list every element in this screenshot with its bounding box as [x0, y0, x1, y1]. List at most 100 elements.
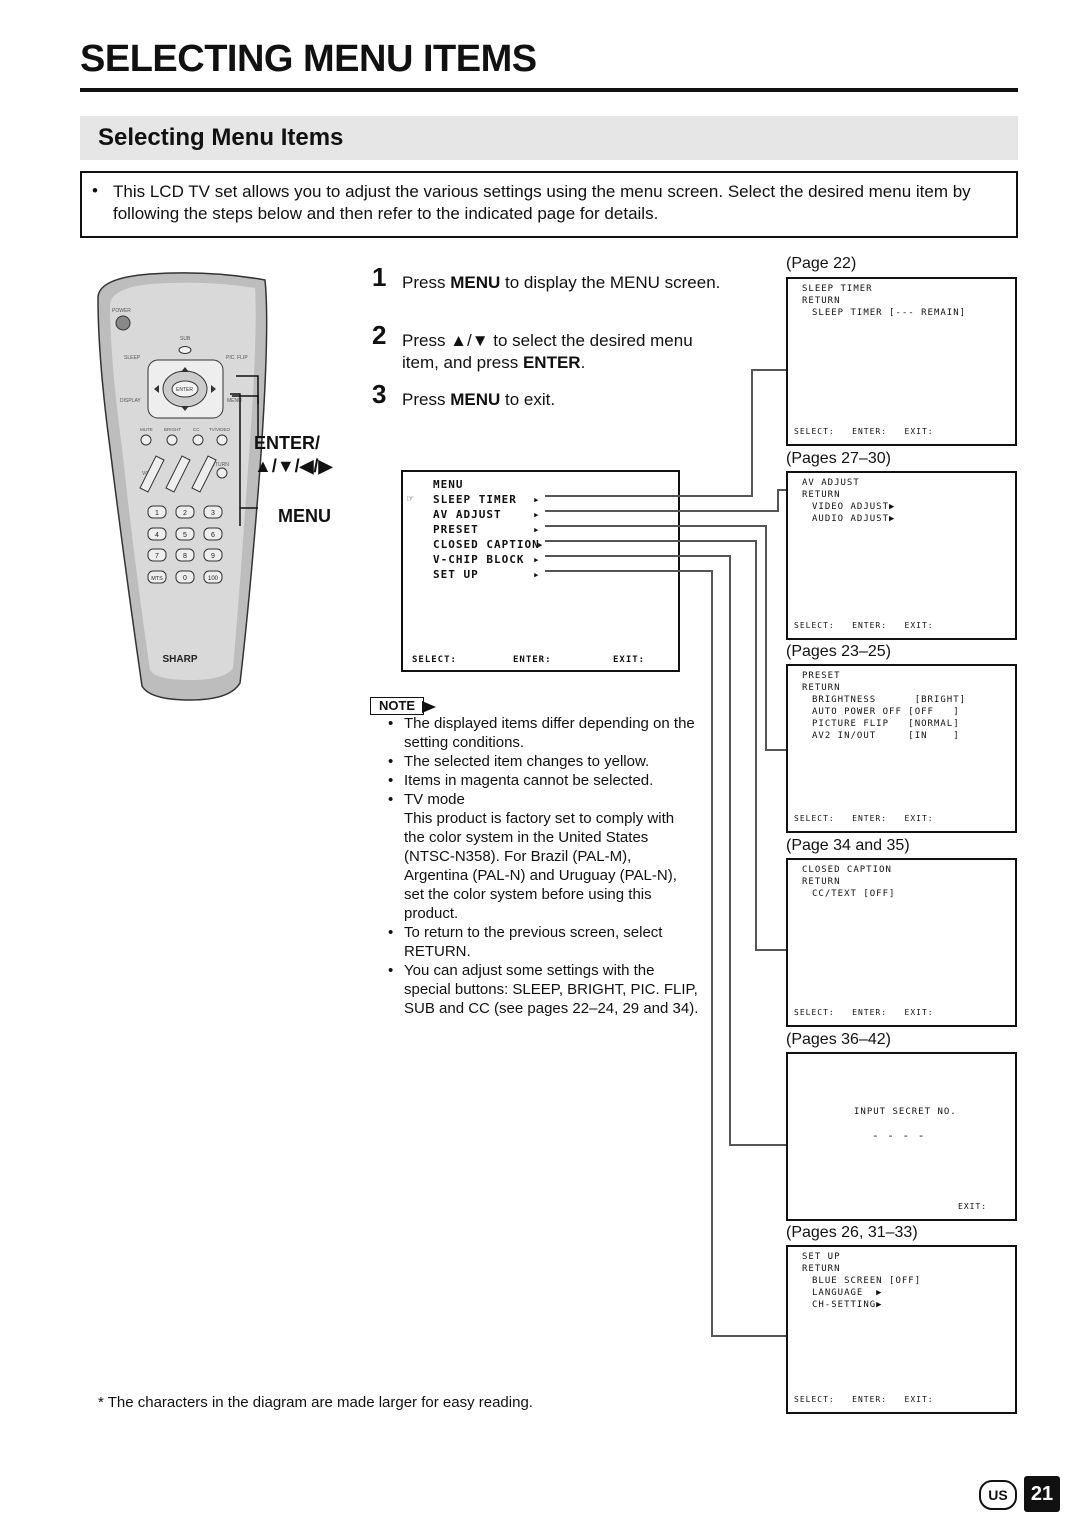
screen-line: CC/TEXT [OFF]: [812, 889, 896, 899]
note-badge: NOTE: [370, 697, 424, 715]
screen-footer: SELECT: ENTER: EXIT:: [794, 1394, 934, 1404]
screen-footer: EXIT:: [958, 1201, 988, 1211]
screen-line: SET UP: [802, 1252, 841, 1262]
screen-footer: SELECT: ENTER: EXIT:: [794, 620, 934, 630]
svg-text:POWER: POWER: [112, 308, 131, 314]
menu-item-sleep-timer: SLEEP TIMER: [433, 493, 517, 506]
menu-label: MENU: [278, 506, 331, 526]
page-ref: (Page 34 and 35): [786, 837, 910, 854]
page-number: 21: [1024, 1476, 1060, 1512]
section-title: Selecting Menu Items: [98, 124, 344, 151]
svg-text:6: 6: [211, 532, 215, 539]
pointer-icon: ☞: [407, 492, 415, 505]
arrow-icon: ▸: [533, 568, 541, 581]
intro-box: • This LCD TV set allows you to adjust t…: [80, 171, 1018, 238]
screen-line: INPUT SECRET NO.: [854, 1107, 957, 1117]
svg-text:1: 1: [155, 510, 159, 517]
screen-line: CLOSED CAPTION: [802, 865, 892, 875]
arrow-icon: ▸: [533, 523, 541, 536]
footnote: * The characters in the diagram are made…: [98, 1394, 533, 1411]
set-up-screen: SET UP RETURN BLUE SCREEN [OFF] LANGUAGE…: [786, 1245, 1017, 1414]
arrow-icon: ▸: [533, 493, 541, 506]
sleep-timer-screen: SLEEP TIMER RETURN SLEEP TIMER [--- REMA…: [786, 277, 1017, 446]
screen-line: BRIGHTNESS [BRIGHT]: [812, 695, 967, 705]
svg-text:MTS: MTS: [151, 576, 163, 582]
region-badge: US: [979, 1480, 1017, 1510]
page-ref: (Pages 27–30): [786, 450, 891, 467]
page-ref: (Pages 26, 31–33): [786, 1224, 918, 1241]
footer-enter: ENTER:: [513, 655, 552, 665]
screen-line: RETURN: [802, 683, 841, 693]
screen-line: SLEEP TIMER: [802, 284, 873, 294]
screen-line: SLEEP TIMER [--- REMAIN]: [812, 308, 967, 318]
menu-item-v-chip-block: V-CHIP BLOCK: [433, 553, 525, 566]
screen-line: AUTO POWER OFF [OFF ]: [812, 707, 960, 717]
page-ref: (Pages 23–25): [786, 643, 891, 660]
screen-line: CH-SETTING▶: [812, 1300, 883, 1310]
av-adjust-screen: AV ADJUST RETURN VIDEO ADJUST▶ AUDIO ADJ…: [786, 471, 1017, 640]
menu-item-preset: PRESET: [433, 523, 479, 536]
screen-line: PRESET: [802, 671, 841, 681]
screen-footer: SELECT: ENTER: EXIT:: [794, 426, 934, 436]
screen-line: AV ADJUST: [802, 478, 860, 488]
step-number: 2: [372, 320, 387, 350]
svg-text:100: 100: [208, 576, 219, 582]
screen-line: BLUE SCREEN [OFF]: [812, 1276, 922, 1286]
svg-text:3: 3: [211, 510, 215, 517]
page-ref: (Pages 36–42): [786, 1031, 891, 1048]
screen-footer: SELECT: ENTER: EXIT:: [794, 1007, 934, 1017]
screen-line: - - - -: [872, 1129, 926, 1142]
arrow-icon: ▸: [537, 538, 545, 551]
svg-text:PIC. FLIP: PIC. FLIP: [226, 355, 248, 361]
screen-line: AV2 IN/OUT [IN ]: [812, 731, 960, 741]
intro-text: This LCD TV set allows you to adjust the…: [113, 182, 971, 223]
svg-text:8: 8: [183, 553, 187, 560]
screen-line: RETURN: [802, 1264, 841, 1274]
screen-footer: SELECT: ENTER: EXIT:: [794, 813, 934, 823]
step-number: 3: [372, 379, 387, 409]
svg-text:SUB: SUB: [180, 336, 191, 342]
note-arrow-icon: [422, 701, 436, 713]
screen-line: PICTURE FLIP [NORMAL]: [812, 719, 960, 729]
svg-text:SLEEP: SLEEP: [124, 355, 141, 361]
svg-text:BRIGHT: BRIGHT: [164, 427, 181, 432]
svg-text:DISPLAY: DISPLAY: [120, 398, 141, 404]
svg-text:4: 4: [155, 532, 159, 539]
footer-exit: EXIT:: [613, 655, 646, 665]
svg-text:CC: CC: [193, 427, 200, 432]
screen-line: VIDEO ADJUST▶: [812, 502, 896, 512]
svg-text:2: 2: [183, 510, 187, 517]
enter-label: ENTER/: [254, 433, 321, 453]
svg-text:MENU: MENU: [227, 398, 242, 404]
menu-item-set-up: SET UP: [433, 568, 479, 581]
svg-text:SHARP: SHARP: [162, 654, 197, 665]
step-text: Press ▲/▼ to select the desired menu ite…: [402, 331, 693, 372]
step-text: Press MENU to display the MENU screen.: [402, 273, 721, 292]
svg-text:7: 7: [155, 553, 159, 560]
v-chip-block-screen: INPUT SECRET NO. - - - - EXIT:: [786, 1052, 1017, 1221]
svg-text:MUTE: MUTE: [140, 427, 153, 432]
svg-text:ENTER: ENTER: [176, 387, 193, 393]
svg-text:TV/VIDEO: TV/VIDEO: [209, 427, 231, 432]
arrow-icon: ▸: [533, 553, 541, 566]
screen-line: AUDIO ADJUST▶: [812, 514, 896, 524]
page-title: SELECTING MENU ITEMS: [80, 38, 537, 80]
svg-text:RETURN: RETURN: [208, 462, 229, 468]
svg-text:5: 5: [183, 532, 187, 539]
main-menu-title: MENU: [433, 478, 464, 491]
screen-line: RETURN: [802, 877, 841, 887]
menu-item-closed-caption: CLOSED CAPTION: [433, 538, 540, 551]
menu-item-av-adjust: AV ADJUST: [433, 508, 502, 521]
step-text: Press MENU to exit.: [402, 390, 556, 409]
arrows-label: ▲/▼/◀/▶: [254, 456, 333, 476]
remote-control-illustration: POWER SUB SLEEP PIC. FLIP ENTER DISPLAY …: [97, 272, 268, 701]
svg-text:9: 9: [211, 553, 215, 560]
arrow-icon: ▸: [533, 508, 541, 521]
intro-bullet: •: [92, 181, 98, 200]
closed-caption-screen: CLOSED CAPTION RETURN CC/TEXT [OFF] SELE…: [786, 858, 1017, 1027]
section-band: Selecting Menu Items: [80, 116, 1018, 160]
screen-line: RETURN: [802, 490, 841, 500]
screen-line: LANGUAGE ▶: [812, 1288, 883, 1298]
preset-screen: PRESET RETURN BRIGHTNESS [BRIGHT] AUTO P…: [786, 664, 1017, 833]
